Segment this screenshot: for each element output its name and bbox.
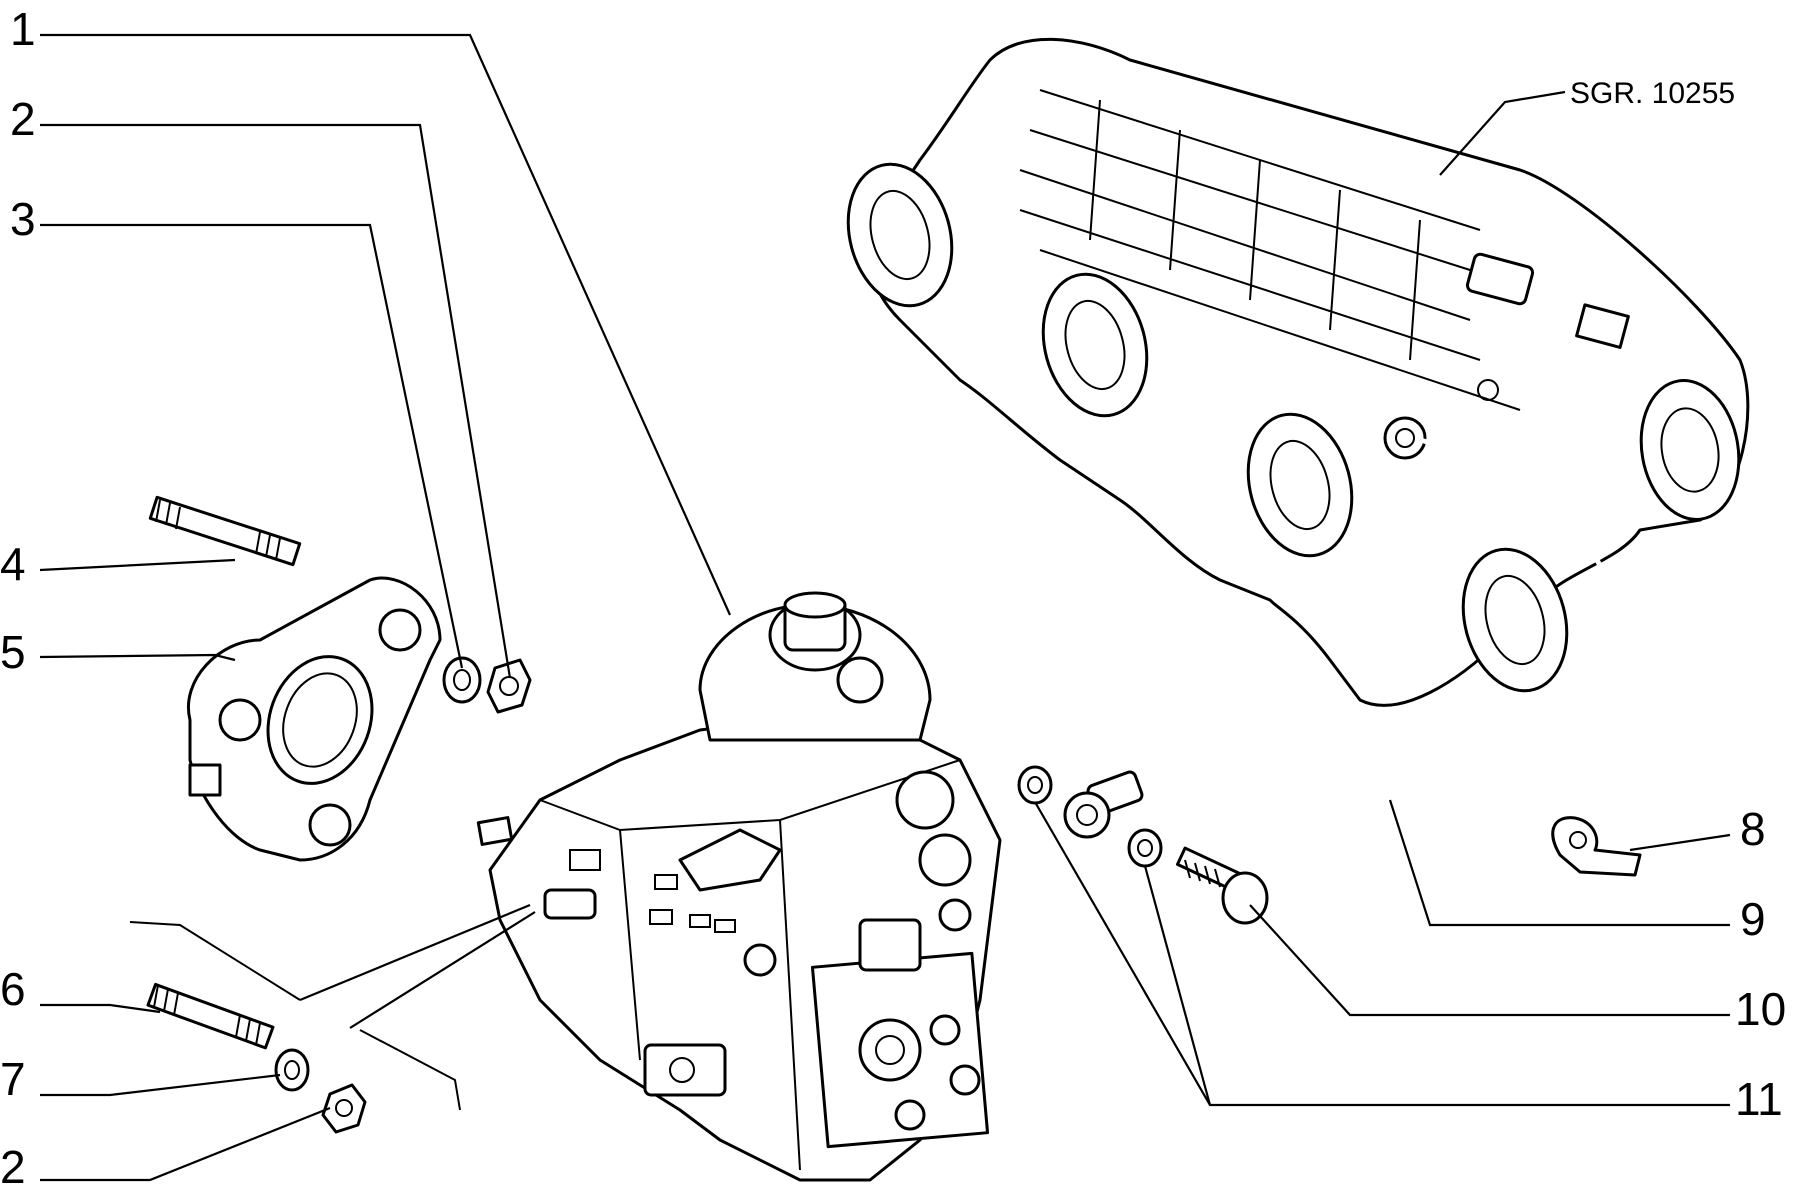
fasteners-lower <box>146 982 367 1134</box>
callout-6: 6 <box>0 963 26 1015</box>
callout-2-top: 2 <box>10 93 36 145</box>
callout-10: 10 <box>1735 983 1786 1035</box>
callout-2-bottom: 2 <box>0 1141 26 1186</box>
callout-11: 11 <box>1735 1073 1783 1125</box>
stud-upper <box>148 495 302 567</box>
callout-4: 4 <box>0 538 26 590</box>
pump-flange <box>187 576 442 862</box>
callout-9: 9 <box>1740 893 1766 945</box>
leader-lines <box>39 33 1731 1182</box>
injection-pump <box>476 591 1002 1182</box>
exhaust-manifold <box>846 37 1750 707</box>
callout-5: 5 <box>0 626 26 678</box>
washer-nut-upper <box>442 656 532 714</box>
callout-3: 3 <box>10 193 36 245</box>
callout-7: 7 <box>0 1053 26 1105</box>
pipe-assembly <box>1063 416 1625 839</box>
pipe-clip <box>1551 816 1642 877</box>
banjo-bolt <box>1175 846 1269 925</box>
callout-8: 8 <box>1740 803 1766 855</box>
washers <box>1017 765 1163 868</box>
callout-1: 1 <box>10 3 36 55</box>
reference-code: SGR. 10255 <box>1570 77 1735 110</box>
callout-labels: 1 2 3 4 5 6 7 2 8 9 10 11 SGR. 10255 <box>0 3 1786 1186</box>
engine-surface-lines <box>129 921 461 1111</box>
